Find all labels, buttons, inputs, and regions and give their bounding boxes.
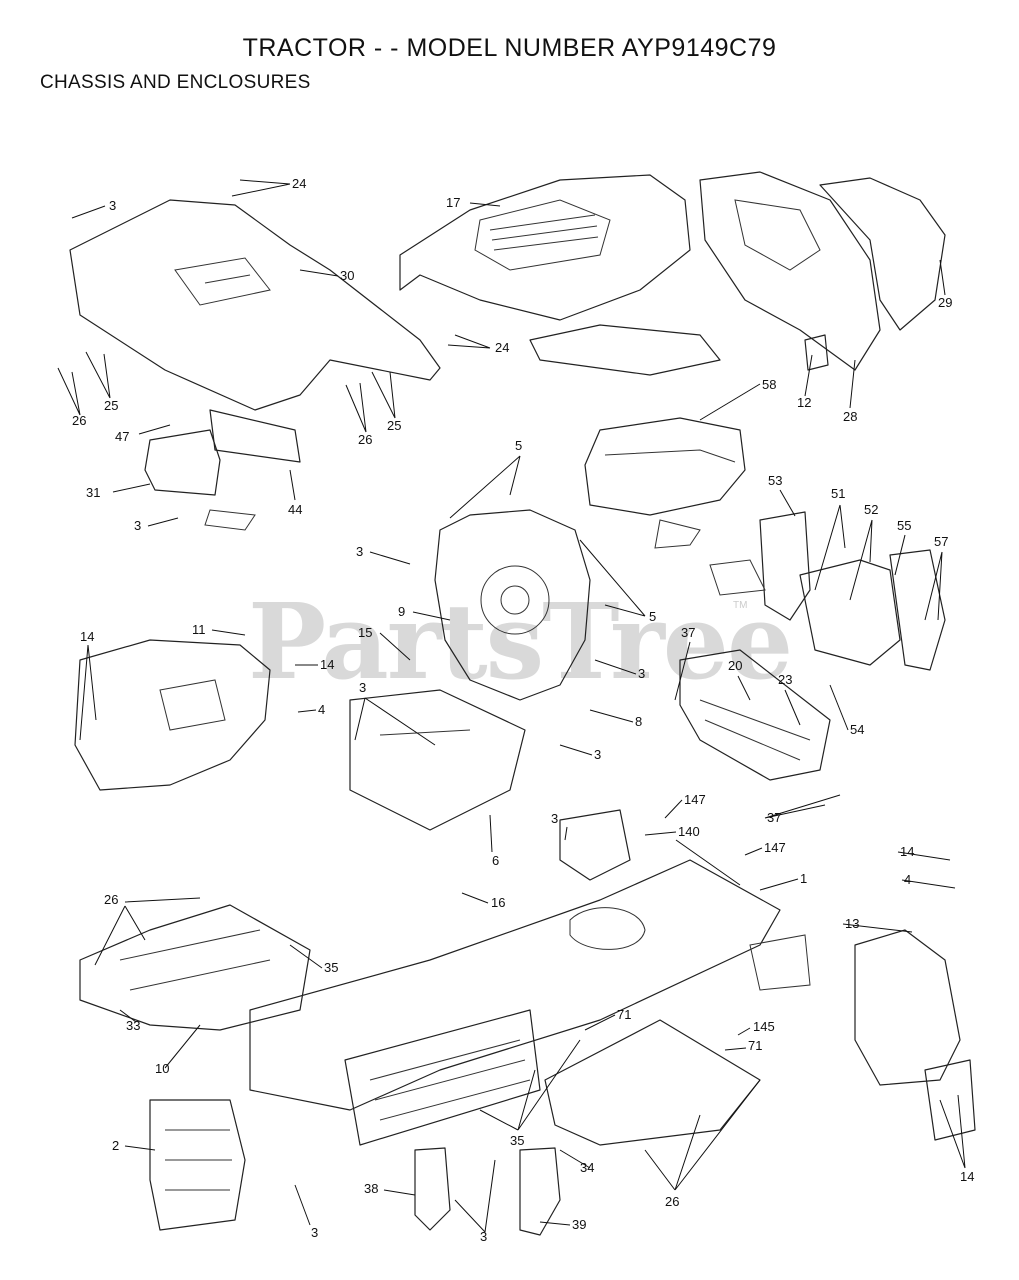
callout-label: 14 <box>320 657 334 672</box>
callout-label: 5 <box>649 609 656 624</box>
callout-label: 5 <box>515 438 522 453</box>
part-footrest-plate <box>349 689 526 831</box>
callout-labels: 3 24 17 30 29 24 26 25 26 25 12 28 47 58… <box>72 176 974 1244</box>
callout-label: 14 <box>960 1169 974 1184</box>
callout-label: 3 <box>311 1225 318 1240</box>
callout-label: 6 <box>492 853 499 868</box>
callout-label: 29 <box>938 295 952 310</box>
part-brackets-bottom <box>414 1147 561 1236</box>
callout-label: 3 <box>359 680 366 695</box>
callout-label: 147 <box>764 840 786 855</box>
callout-label: 30 <box>340 268 354 283</box>
watermark-logo: PartsTree <box>248 580 793 703</box>
callout-label: 55 <box>897 518 911 533</box>
part-footrest-right <box>544 1019 761 1146</box>
callout-label: 54 <box>850 722 864 737</box>
part-grille-nose <box>699 171 946 371</box>
leader-lines <box>57 179 966 1233</box>
part-main-frame <box>249 809 811 1111</box>
callout-label: 3 <box>638 666 645 681</box>
callout-label: 47 <box>115 429 129 444</box>
callout-label: 35 <box>324 960 338 975</box>
part-floor-mat <box>79 904 311 1031</box>
callout-label: 4 <box>318 702 325 717</box>
callout-label: 3 <box>594 747 601 762</box>
callout-label: 71 <box>617 1007 631 1022</box>
callout-label: 57 <box>934 534 948 549</box>
callout-label: 26 <box>104 892 118 907</box>
callout-label: 24 <box>495 340 509 355</box>
callout-label: 39 <box>572 1217 586 1232</box>
callout-label: 3 <box>134 518 141 533</box>
part-fuel-tank <box>584 417 746 549</box>
callout-label: 3 <box>109 198 116 213</box>
callout-label: 25 <box>387 418 401 433</box>
part-rear-panel-left <box>149 1099 246 1231</box>
callout-label: 1 <box>800 871 807 886</box>
callout-label: 147 <box>684 792 706 807</box>
page-subtitle: CHASSIS AND ENCLOSURES <box>40 72 311 93</box>
callout-label: 25 <box>104 398 118 413</box>
callout-label: 2 <box>112 1138 119 1153</box>
trademark-mark: TM <box>733 600 748 611</box>
callout-label: 8 <box>635 714 642 729</box>
part-dash-side-panels <box>709 511 946 671</box>
part-right-side-panel <box>854 929 976 1141</box>
callout-label: 20 <box>728 658 742 673</box>
callout-label: 35 <box>510 1133 524 1148</box>
callout-label: 145 <box>753 1019 775 1034</box>
callout-label: 23 <box>778 672 792 687</box>
part-hood-bracket <box>144 409 301 531</box>
callout-label: 71 <box>748 1038 762 1053</box>
callout-label: 11 <box>192 622 206 637</box>
callout-label: 9 <box>398 604 405 619</box>
callout-label: 14 <box>900 844 914 859</box>
callout-label: 12 <box>797 395 811 410</box>
callout-label: 33 <box>126 1018 140 1033</box>
callout-label: 16 <box>491 895 505 910</box>
callout-label: 3 <box>480 1229 487 1244</box>
callout-label: 14 <box>80 629 94 644</box>
callout-label: 26 <box>72 413 86 428</box>
callout-label: 4 <box>904 872 911 887</box>
callout-label: 52 <box>864 502 878 517</box>
callout-label: 34 <box>580 1160 594 1175</box>
callout-label: 26 <box>358 432 372 447</box>
part-side-panel-left <box>74 639 271 791</box>
callout-label: 10 <box>155 1061 169 1076</box>
callout-label: 58 <box>762 377 776 392</box>
callout-label: 17 <box>446 195 460 210</box>
part-dash-panel <box>399 174 721 376</box>
callout-label: 38 <box>364 1181 378 1196</box>
callout-label: 31 <box>86 485 100 500</box>
callout-label: 53 <box>768 473 782 488</box>
page-title: TRACTOR - - MODEL NUMBER AYP9149C79 <box>242 34 777 62</box>
part-control-plate <box>679 649 831 781</box>
callout-label: 15 <box>358 625 372 640</box>
callout-label: 24 <box>292 176 306 191</box>
callout-label: 13 <box>845 916 859 931</box>
callout-label: 51 <box>831 486 845 501</box>
callout-label: 140 <box>678 824 700 839</box>
part-side-rail <box>344 1009 541 1146</box>
callout-label: 3 <box>356 544 363 559</box>
callout-label: 28 <box>843 409 857 424</box>
callout-label: 37 <box>681 625 695 640</box>
callout-label: 26 <box>665 1194 679 1209</box>
callout-label: 44 <box>288 502 302 517</box>
part-hood <box>69 199 441 411</box>
callout-label: 3 <box>551 811 558 826</box>
part-steering-support <box>434 509 591 701</box>
